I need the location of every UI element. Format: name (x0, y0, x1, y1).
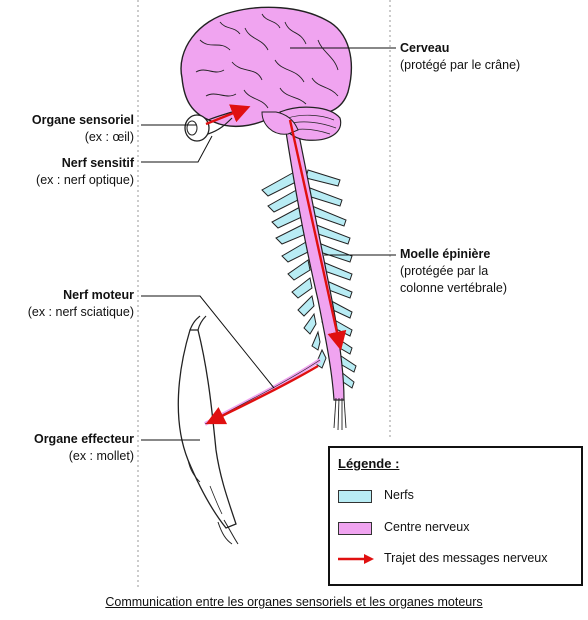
label-nerf-sensitif-sub: (ex : nerf optique) (36, 173, 134, 187)
label-nerf-moteur-title: Nerf moteur (63, 288, 134, 302)
figure-caption: Communication entre les organes sensorie… (105, 595, 483, 609)
label-organe-sensoriel: Organe sensoriel (ex : œil) (32, 112, 134, 146)
legend-label-nerfs: Nerfs (384, 488, 414, 502)
spinal-cord (285, 129, 345, 401)
legend-title: Légende : (338, 456, 400, 471)
cauda-equina (333, 397, 347, 431)
label-organe-effecteur: Organe effecteur (ex : mollet) (34, 431, 134, 465)
label-moelle-sub1: (protégée par la (400, 264, 489, 278)
brain (180, 6, 353, 128)
legend-label-trajet: Trajet des messages nerveux (384, 551, 548, 565)
label-organe-effecteur-sub: (ex : mollet) (68, 449, 134, 463)
message-path-arrows (205, 104, 347, 425)
pointer-lines (141, 47, 396, 441)
brain-folds (195, 13, 339, 109)
label-organe-sensoriel-title: Organe sensoriel (31, 113, 134, 127)
label-cerveau-sub: (protégé par le crâne) (400, 58, 521, 72)
muscle (177, 315, 239, 545)
label-nerf-sensitif: Nerf sensitif (ex : nerf optique) (36, 155, 134, 189)
label-cerveau: Cerveau (protégé par le crâne) (400, 40, 520, 74)
brainstem (261, 111, 299, 135)
label-organe-effecteur-title: Organe effecteur (33, 432, 134, 446)
label-nerf-moteur: Nerf moteur (ex : nerf sciatique) (28, 287, 134, 321)
label-moelle-title: Moelle épinière (400, 247, 491, 261)
label-moelle-epiniere: Moelle épinière (protégée par la colonne… (400, 246, 507, 297)
label-nerf-sensitif-title: Nerf sensitif (61, 156, 134, 170)
legend-arrow-icon (338, 554, 374, 564)
label-cerveau-title: Cerveau (400, 41, 450, 55)
legend-swatch-centre-nerveux (338, 522, 372, 535)
label-moelle-sub2: colonne vertébrale) (400, 281, 508, 295)
legend-swatch-nerfs (338, 490, 372, 503)
legend: Légende : Nerfs Centre nerveux Trajet de… (328, 446, 583, 586)
legend-label-centre-nerveux: Centre nerveux (384, 520, 470, 534)
label-nerf-moteur-sub: (ex : nerf sciatique) (27, 305, 134, 319)
label-organe-sensoriel-sub: (ex : œil) (84, 130, 134, 144)
motor-nerve (204, 358, 322, 426)
